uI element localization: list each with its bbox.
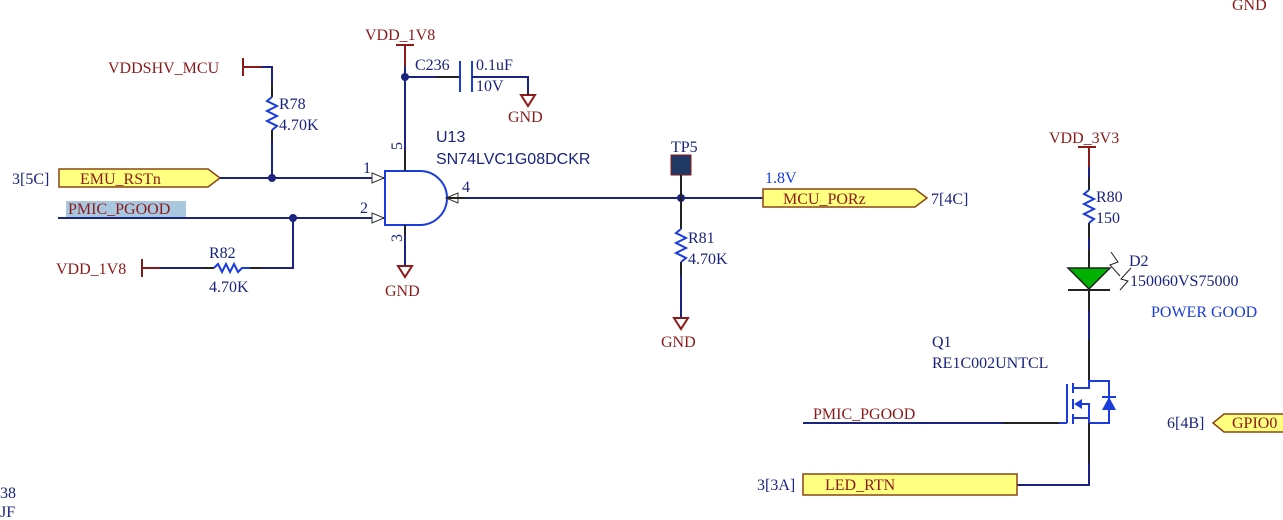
u13-and-gate-icon bbox=[384, 170, 448, 226]
q1-mosfet-icon bbox=[1059, 380, 1116, 424]
c236-ref: C236 bbox=[415, 57, 450, 74]
r82-resistor-icon bbox=[213, 261, 250, 275]
r81-ref: R81 bbox=[688, 230, 715, 247]
c236-voltage: 10V bbox=[476, 78, 504, 95]
gnd-label-c236: GND bbox=[508, 109, 543, 126]
mcu-porz-label: MCU_PORz bbox=[783, 191, 866, 208]
mcu-porz-voltage: 1.8V bbox=[765, 170, 797, 187]
input-pin-arrow bbox=[371, 172, 386, 184]
r80-ref: R80 bbox=[1096, 189, 1123, 206]
u13-pin-1: 1 bbox=[363, 160, 371, 177]
pmic-pgood-q1-label: PMIC_PGOOD bbox=[813, 406, 915, 423]
u13-pin-4: 4 bbox=[462, 179, 470, 196]
d2-ref: D2 bbox=[1129, 253, 1149, 270]
u13-pin-2: 2 bbox=[360, 200, 368, 217]
r82-value: 4.70K bbox=[209, 279, 249, 296]
pmic-pgood-highlight bbox=[66, 201, 186, 218]
emu-rstn-port[interactable] bbox=[58, 168, 222, 188]
d2-led-icon bbox=[1066, 267, 1112, 291]
junction-dot bbox=[268, 174, 276, 182]
c236-value: 0.1uF bbox=[476, 57, 513, 74]
vddshv-mcu-label: VDDSHV_MCU bbox=[108, 60, 220, 77]
r82-ref: R82 bbox=[209, 245, 236, 262]
gnd-icon bbox=[396, 265, 414, 279]
partial-text-1: 38 bbox=[0, 485, 16, 502]
gnd-icon bbox=[519, 94, 537, 108]
r78-value: 4.70K bbox=[279, 117, 319, 134]
d2-part: 150060VS75000 bbox=[1130, 273, 1238, 290]
tp5-ref: TP5 bbox=[671, 139, 698, 156]
mcu-porz-port[interactable] bbox=[762, 188, 929, 208]
q1-part: RE1C002UNTCL bbox=[932, 355, 1048, 372]
vdd-1v8-left-label: VDD_1V8 bbox=[56, 261, 126, 278]
r78-resistor-icon bbox=[264, 96, 280, 131]
led-rtn-label: LED_RTN bbox=[825, 477, 896, 494]
q1-ref: Q1 bbox=[932, 334, 952, 351]
vdd-1v8-top-label: VDD_1V8 bbox=[365, 27, 435, 44]
u13-ref: U13 bbox=[436, 129, 465, 146]
gnd-label-top-right: GND bbox=[1232, 0, 1267, 14]
led-rtn-port[interactable] bbox=[802, 473, 1018, 496]
gnd-label-u13: GND bbox=[385, 283, 420, 300]
gnd-icon bbox=[672, 317, 690, 331]
pmic-pgood-label: PMIC_PGOOD bbox=[68, 201, 170, 218]
d2-note: POWER GOOD bbox=[1151, 304, 1257, 321]
r80-resistor-icon bbox=[1081, 189, 1097, 224]
vdd-3v3-label: VDD_3V3 bbox=[1049, 130, 1119, 147]
emu-rstn-sheet-ref: 3[5C] bbox=[12, 171, 49, 188]
gnd-label-r81: GND bbox=[661, 334, 696, 351]
tp5-testpoint-icon[interactable] bbox=[670, 154, 692, 176]
wire-vddshv bbox=[262, 66, 273, 85]
emu-rstn-label: EMU_RSTn bbox=[80, 171, 161, 188]
r78-ref: R78 bbox=[279, 96, 306, 113]
u13-pin-5: 5 bbox=[389, 142, 406, 150]
r81-value: 4.70K bbox=[688, 251, 728, 268]
mcu-porz-sheet-ref: 7[4C] bbox=[931, 191, 968, 208]
light-emission-icon bbox=[1109, 251, 1121, 277]
gpio-port[interactable] bbox=[1211, 413, 1283, 433]
u13-pin-3: 3 bbox=[389, 234, 406, 242]
led-rtn-sheet-ref: 3[3A] bbox=[757, 477, 795, 494]
r80-value: 150 bbox=[1096, 210, 1120, 227]
gpio-label: GPIO0 bbox=[1232, 415, 1277, 432]
input-pin-arrow bbox=[371, 212, 386, 224]
u13-part: SN74LVC1G08DCKR bbox=[436, 151, 590, 168]
partial-text-2: JF bbox=[0, 504, 15, 520]
gpio-sheet-ref: 6[4B] bbox=[1167, 415, 1204, 432]
r81-resistor-icon bbox=[673, 228, 689, 263]
